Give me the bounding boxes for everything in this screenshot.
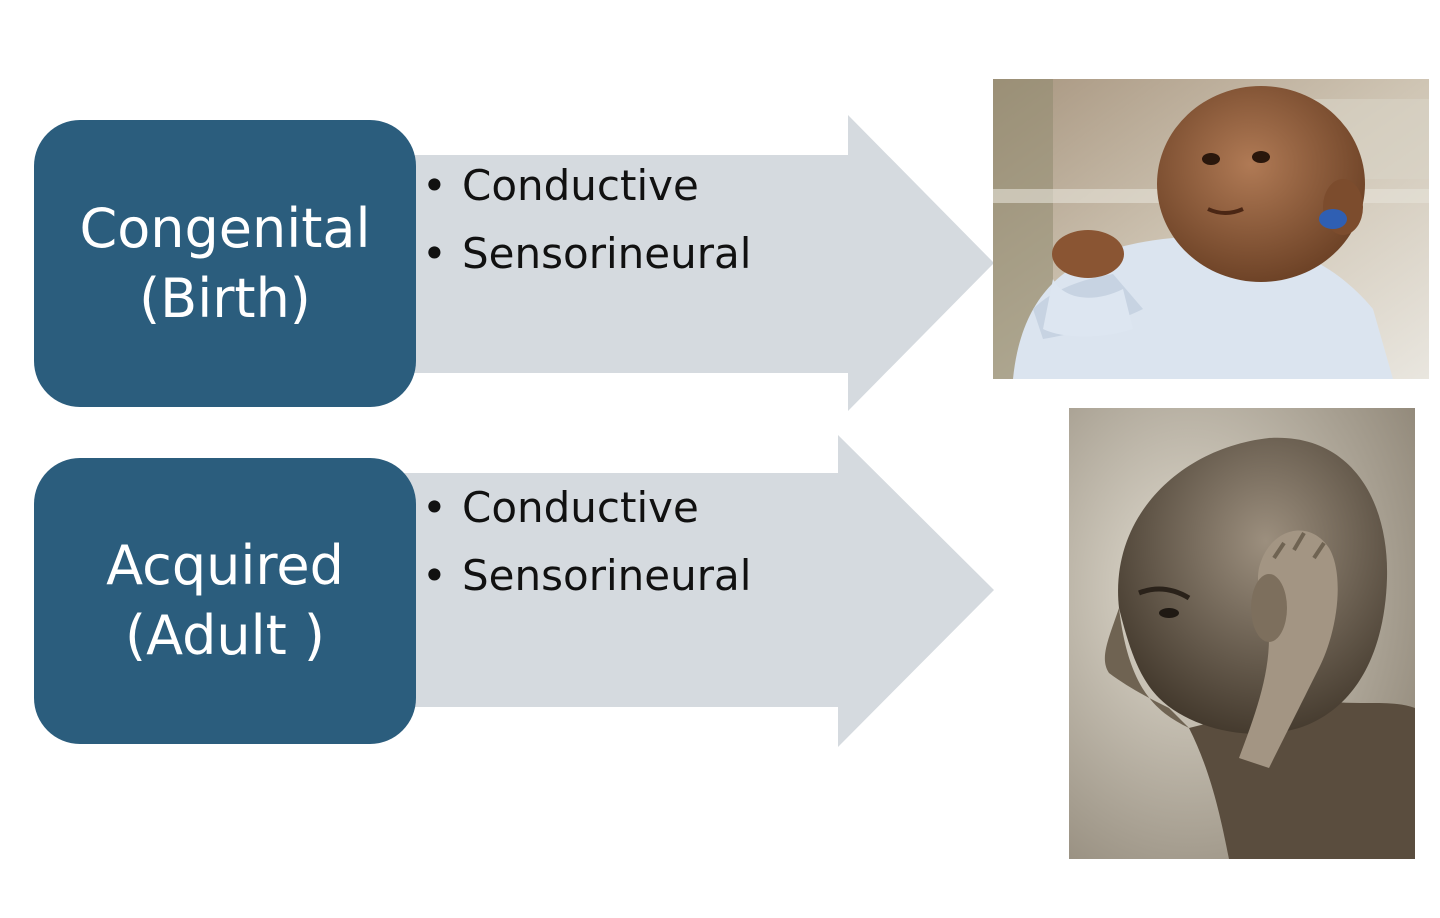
- bullet-list-congenital: • Conductive • Sensorineural: [422, 152, 751, 288]
- arrow-acquired: [380, 435, 1000, 755]
- bullet-text: Conductive: [462, 161, 699, 210]
- box-congenital-line1: Congenital: [79, 196, 371, 260]
- arrow-congenital: [380, 115, 1000, 415]
- bullet-dot: •: [422, 551, 447, 600]
- bullet-item: • Conductive: [422, 474, 751, 542]
- box-acquired: Acquired (Adult ): [34, 458, 416, 744]
- box-congenital-line2: (Birth): [139, 266, 311, 330]
- man-cupping-ear-photo: [1069, 408, 1415, 859]
- box-acquired-line1: Acquired: [106, 534, 344, 597]
- bullet-item: • Sensorineural: [422, 220, 751, 288]
- bullet-text: Sensorineural: [462, 229, 752, 278]
- baby-with-hearing-aid-photo: [993, 79, 1429, 379]
- bullet-dot: •: [422, 229, 447, 278]
- box-congenital: Congenital (Birth): [34, 120, 416, 407]
- bullet-text: Conductive: [462, 483, 699, 532]
- bullet-dot: •: [422, 161, 447, 210]
- box-acquired-line2: (Adult ): [125, 604, 325, 667]
- bullet-text: Sensorineural: [462, 551, 752, 600]
- bullet-dot: •: [422, 483, 447, 532]
- bullet-list-acquired: • Conductive • Sensorineural: [422, 474, 751, 610]
- bullet-item: • Sensorineural: [422, 542, 751, 610]
- bullet-item: • Conductive: [422, 152, 751, 220]
